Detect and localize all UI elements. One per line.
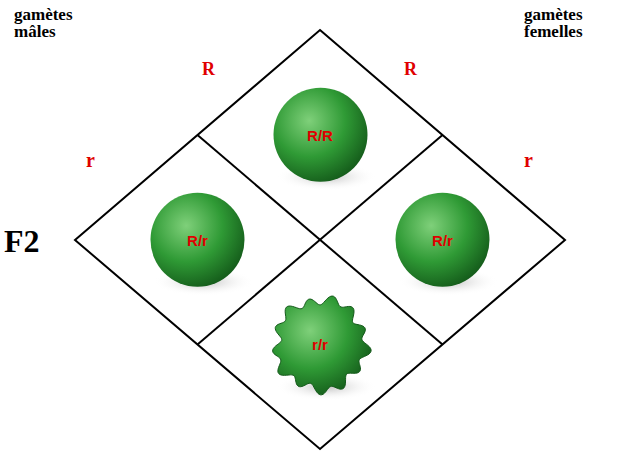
gamete-heading: gamètes mâles [14, 6, 94, 40]
genotype-label: R/R [307, 127, 333, 144]
genotype-label: R/r [187, 232, 208, 249]
smooth-pea [151, 193, 245, 287]
allele-label: R [404, 60, 434, 78]
smooth-pea [273, 88, 367, 182]
allele-label: R [202, 60, 232, 78]
allele-label: r [524, 150, 554, 170]
outer-diamond [75, 30, 565, 449]
genotype-label: R/r [432, 232, 453, 249]
gamete-heading: gamètes femelles [524, 6, 619, 40]
genotype-label: r/r [312, 336, 328, 353]
smooth-pea [396, 193, 490, 287]
allele-label: r [86, 150, 116, 170]
generation-label: F2 [4, 225, 74, 257]
punnett-cell: r/r [198, 240, 443, 450]
wrinkled-pea [272, 296, 370, 395]
punnett-cell: R/r [75, 135, 320, 345]
